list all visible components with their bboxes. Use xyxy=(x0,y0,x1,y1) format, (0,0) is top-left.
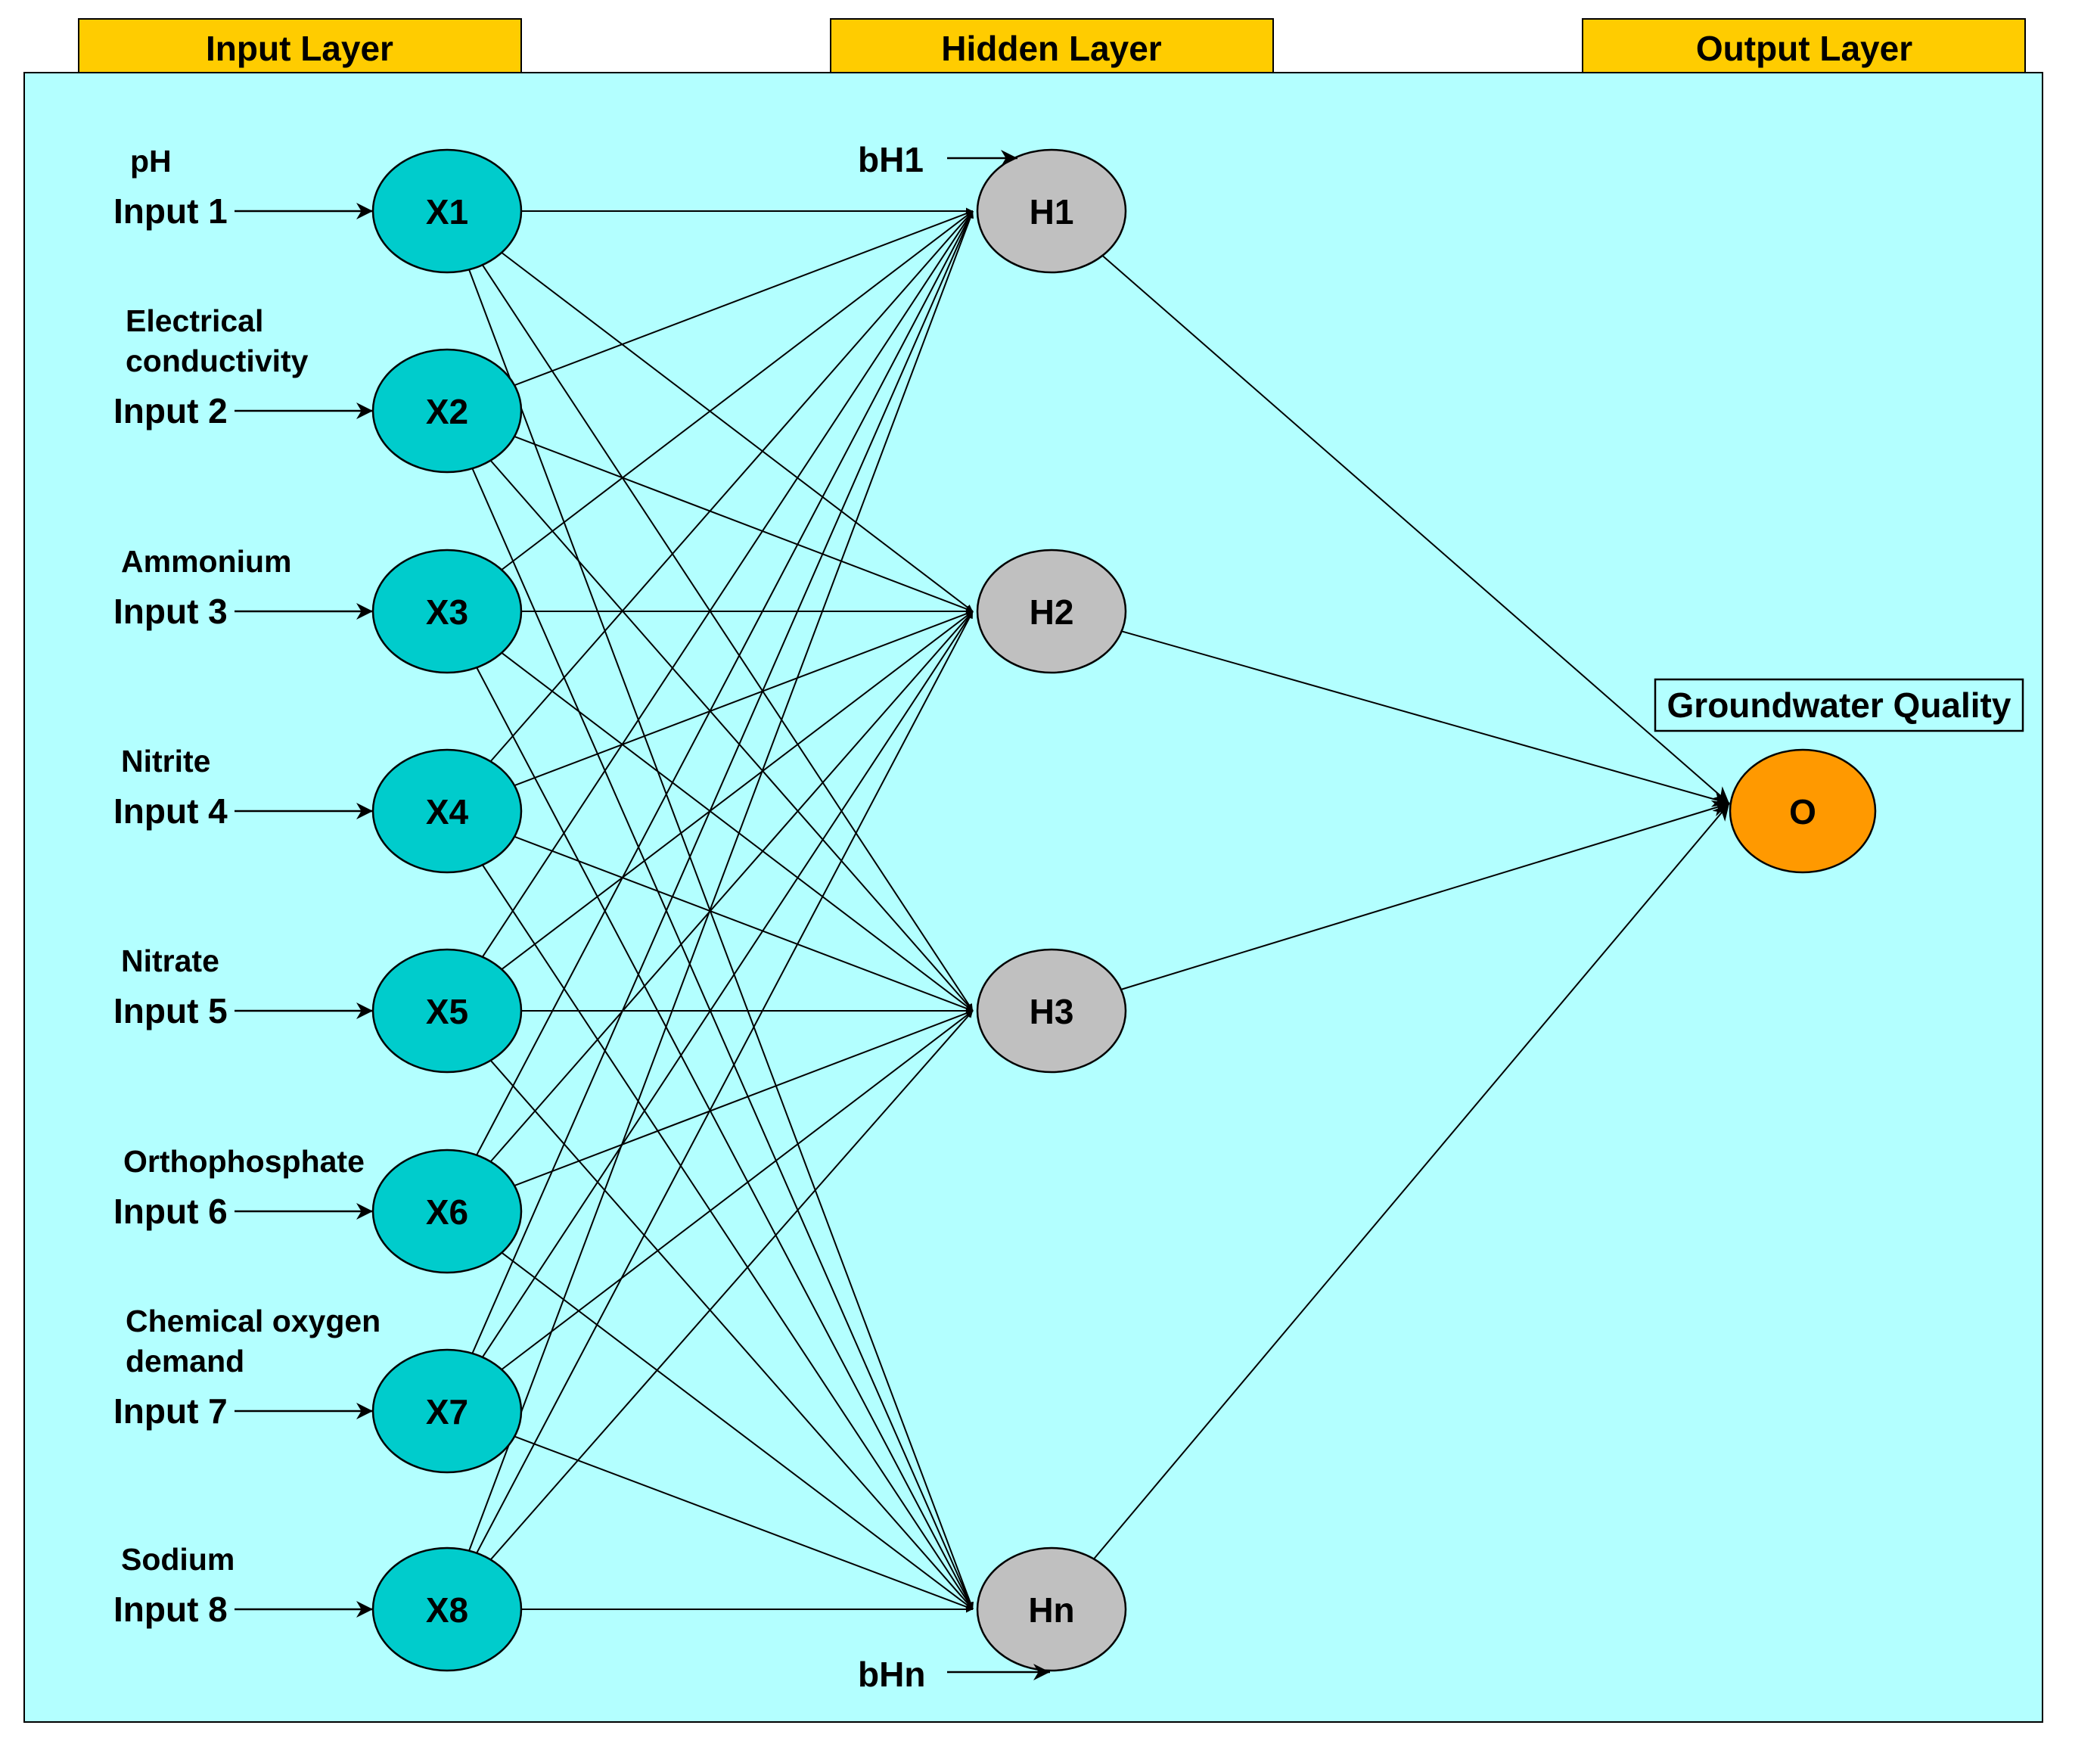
hidden-node-h1: H1 xyxy=(976,148,1127,274)
connection-x8-h3 xyxy=(489,1010,974,1561)
header-hidden-layer: Hidden Layer xyxy=(830,18,1274,73)
connection-x2-h2 xyxy=(514,435,974,612)
input-node-label: X4 xyxy=(426,792,469,831)
connection-x5-h2 xyxy=(501,611,974,970)
input-node-label: X8 xyxy=(426,1590,468,1630)
connection-x8-h1 xyxy=(468,210,974,1552)
connection-x1-hn xyxy=(468,269,974,1610)
connection-x5-h1 xyxy=(481,210,974,958)
header-output-layer: Output Layer xyxy=(1582,18,2026,73)
header-hidden-label: Hidden Layer xyxy=(941,29,1162,68)
input-node-label: X7 xyxy=(426,1392,468,1431)
header-input-layer: Input Layer xyxy=(78,18,522,73)
connection-x4-h2 xyxy=(514,610,974,787)
input-variable-6: Orthophosphate xyxy=(123,1144,365,1179)
connection-h3-o xyxy=(1120,800,1730,990)
bias-top: bH1 xyxy=(858,140,1017,179)
input-node-label: X6 xyxy=(426,1192,468,1232)
output-node: O xyxy=(1729,748,1877,874)
input-label-8: Input 8 xyxy=(113,1590,228,1629)
input-variable-5: Nitrate xyxy=(121,943,219,978)
output-title-box: Groundwater Quality xyxy=(1654,678,2024,732)
input-arrows xyxy=(235,203,373,1618)
input-hidden-connections xyxy=(468,207,974,1613)
network-panel xyxy=(23,72,2043,1723)
connection-x2-hn xyxy=(471,468,974,1610)
input-label-5: Input 5 xyxy=(113,991,228,1030)
connection-hn-o xyxy=(1093,803,1730,1560)
hidden-node-h2: H2 xyxy=(976,549,1127,674)
hidden-node-label: H3 xyxy=(1030,992,1074,1031)
input-node-label: X2 xyxy=(426,392,468,431)
input-label-6: Input 6 xyxy=(113,1192,228,1231)
input-node-label: X5 xyxy=(426,992,468,1031)
connection-x6-h3 xyxy=(514,1010,974,1187)
input-node-x3: X3 xyxy=(371,549,523,674)
hidden-node-hn: Hn xyxy=(976,1546,1127,1672)
connection-x6-hn xyxy=(501,1251,974,1610)
connection-x6-h2 xyxy=(489,611,974,1163)
connection-h2-o xyxy=(1121,630,1730,807)
output-node-label: O xyxy=(1789,792,1816,831)
connection-x1-h3 xyxy=(481,264,974,1012)
connection-x3-h1 xyxy=(501,210,974,570)
hidden-node-label: H2 xyxy=(1030,592,1074,632)
connection-x2-h3 xyxy=(489,459,974,1012)
connection-x7-h1 xyxy=(471,210,974,1354)
input-node-x6: X6 xyxy=(371,1149,523,1274)
connection-x7-h2 xyxy=(481,611,974,1358)
input-label-3: Input 3 xyxy=(113,592,228,631)
connection-x4-h3 xyxy=(514,835,974,1012)
input-variable-1: pH xyxy=(130,144,172,179)
output-title: Groundwater Quality xyxy=(1667,685,2011,725)
input-node-label: X3 xyxy=(426,592,468,632)
connection-x8-h2 xyxy=(476,611,974,1554)
input-variable-4: Nitrite xyxy=(121,744,210,779)
hidden-output-connections xyxy=(1093,255,1730,1560)
input-node-x7: X7 xyxy=(371,1348,523,1474)
hidden-node-h3: H3 xyxy=(976,948,1127,1074)
input-variable-8: Sodium xyxy=(121,1542,235,1577)
bias-top-label: bH1 xyxy=(858,140,924,179)
input-node-x2: X2 xyxy=(371,348,523,474)
hidden-node-label: H1 xyxy=(1030,192,1074,232)
input-node-x8: X8 xyxy=(371,1546,523,1672)
bias-bottom: bHn xyxy=(858,1655,1050,1694)
input-node-x4: X4 xyxy=(371,748,523,874)
input-node-x5: X5 xyxy=(371,948,523,1074)
connection-x7-h3 xyxy=(501,1010,974,1370)
connection-x1-h2 xyxy=(501,252,974,612)
input-label-1: Input 1 xyxy=(113,191,228,231)
input-variable-3: Ammonium xyxy=(121,544,292,579)
input-label-4: Input 4 xyxy=(113,791,228,831)
header-output-label: Output Layer xyxy=(1696,29,1912,68)
input-node-label: X1 xyxy=(426,192,468,232)
bias-bottom-label: bHn xyxy=(858,1655,925,1694)
header-input-label: Input Layer xyxy=(206,29,393,68)
input-label-2: Input 2 xyxy=(113,391,228,431)
input-label-7: Input 7 xyxy=(113,1391,228,1431)
connection-h1-o xyxy=(1101,255,1730,804)
connection-x3-h3 xyxy=(501,652,974,1012)
connection-x5-hn xyxy=(489,1059,974,1610)
connection-x7-hn xyxy=(514,1435,974,1611)
connection-x3-hn xyxy=(476,667,974,1610)
connection-x4-h1 xyxy=(489,210,974,763)
input-node-x1: X1 xyxy=(371,148,523,274)
hidden-node-label: Hn xyxy=(1028,1590,1074,1630)
connection-x6-h1 xyxy=(476,210,974,1156)
connection-x2-h1 xyxy=(514,210,974,387)
